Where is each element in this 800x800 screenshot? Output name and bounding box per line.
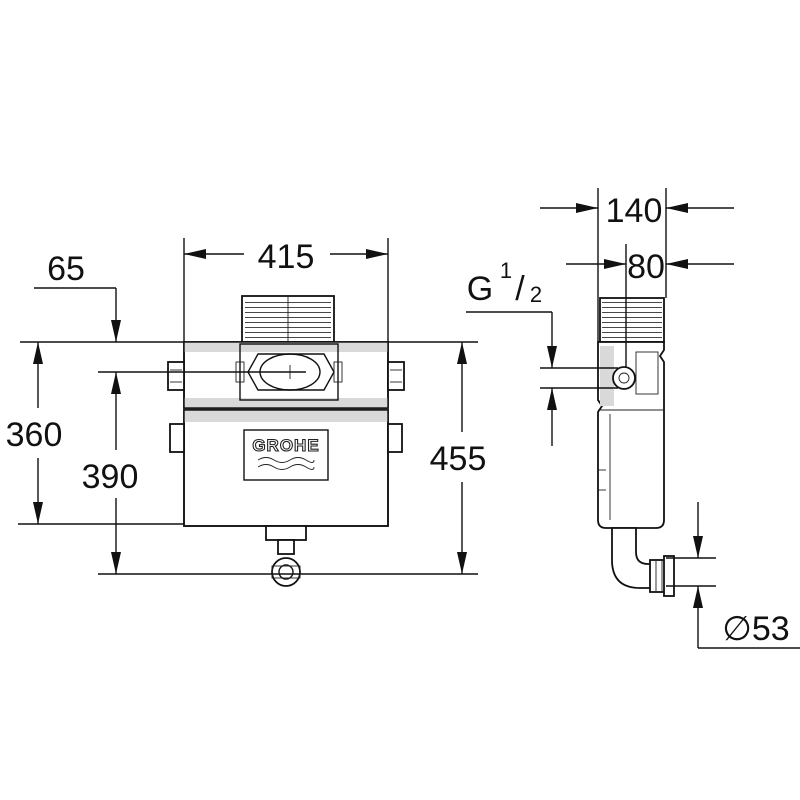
front-drain-outlet (265, 525, 307, 587)
side-outlet-pipe (611, 527, 675, 597)
label-thread-g-half: G 1 / 2 (467, 258, 542, 308)
front-cistern-tank: GROHE (169, 409, 403, 527)
label-outlet-diameter-53: ∅53 (722, 610, 789, 648)
side-dimensions (466, 188, 800, 649)
label-height-455: 455 (430, 440, 487, 478)
front-view: GROHE (6, 238, 487, 587)
side-cistern-body (597, 341, 665, 529)
label-height-390: 390 (82, 458, 139, 496)
grohe-logo: GROHE (243, 429, 329, 481)
svg-text:G: G (467, 270, 493, 308)
label-depth-140: 140 (606, 192, 663, 230)
front-upper-frame (167, 341, 405, 409)
label-height-360: 360 (6, 416, 63, 454)
svg-text:1: 1 (500, 258, 512, 283)
side-view: 140 80 G 1 / 2 ∅53 (466, 188, 800, 649)
label-width-415: 415 (258, 238, 315, 276)
side-top-connector (599, 297, 665, 343)
svg-text:/: / (515, 270, 525, 308)
svg-text:2: 2 (530, 282, 542, 307)
svg-text:GROHE: GROHE (252, 436, 319, 455)
label-offset-65: 65 (47, 250, 85, 288)
front-dimensions (18, 238, 478, 575)
front-top-connector (241, 295, 335, 343)
label-depth-80: 80 (627, 248, 665, 286)
